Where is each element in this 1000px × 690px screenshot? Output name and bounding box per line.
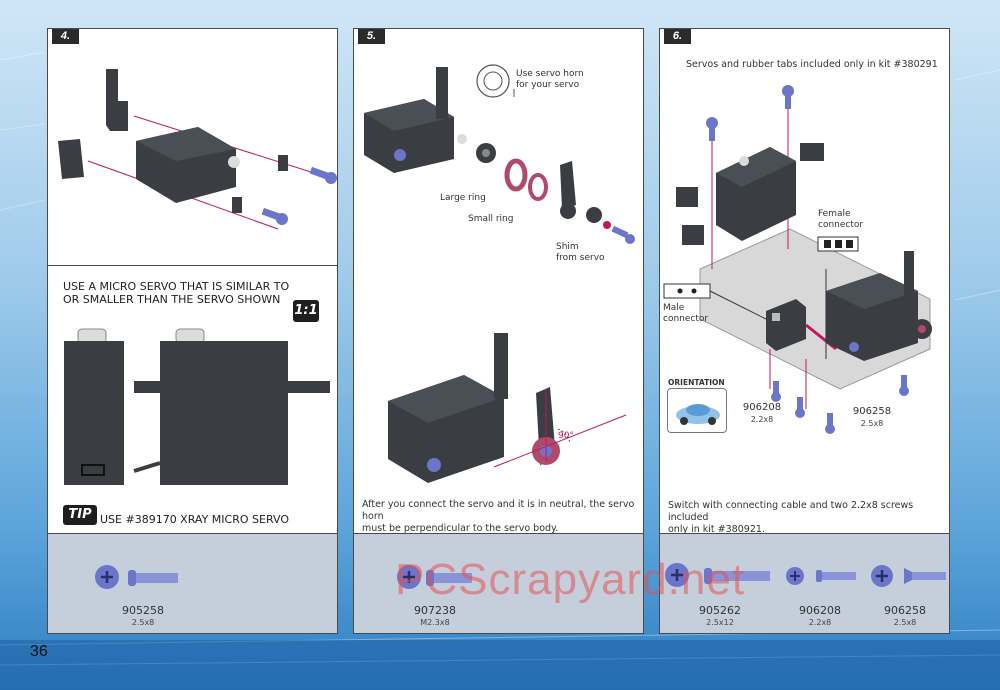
scale-badge: 1:1: [293, 300, 319, 322]
parts-tray: 905258 2.5x8: [48, 533, 337, 633]
part-code: 905262: [699, 604, 741, 617]
part-size: 2.5x8: [893, 618, 917, 627]
chassis-servo-assembly-icon: [663, 85, 932, 434]
shim-label: Shim from servo: [556, 242, 605, 264]
label-line: Shim: [556, 242, 579, 252]
caption-line: After you connect the servo and it is in…: [362, 499, 635, 522]
parts-tray: 907238 M2.3x8: [354, 533, 643, 633]
part-code: 906208: [799, 604, 841, 617]
orientation-label: ORIENTATION: [668, 378, 725, 387]
servo-assembly-exploded-icon: [58, 69, 337, 230]
servo-horn-assembly-icon: [364, 64, 635, 244]
parts-tray: 905262 2.5x12 906208 2.2x8 906258 2.5x8: [660, 533, 949, 633]
car-icon: [676, 404, 720, 425]
step-6-caption: Switch with connecting cable and two 2.2…: [668, 500, 949, 536]
label-line: for your servo: [516, 80, 580, 90]
small-ring-label: Small ring: [468, 214, 514, 224]
tip-text: USE #389170 XRAY MICRO SERVO: [100, 513, 289, 526]
callout-code: 906208: [742, 402, 782, 413]
screw-icon: [397, 565, 472, 589]
micro-servo-note: USE A MICRO SERVO THAT IS SIMILAR TO OR …: [63, 280, 289, 306]
male-connector-label: Male connector: [663, 303, 708, 325]
callout-size: 2.5x8: [860, 419, 884, 428]
watermark: PCScrapyard.net: [395, 555, 746, 604]
female-connector-label: Female connector: [818, 209, 863, 231]
section-divider: [48, 265, 337, 266]
label-line: Male: [663, 303, 685, 313]
label-line: Use servo horn: [516, 69, 584, 79]
part-code: 905258: [122, 604, 164, 617]
part-size: M2.3x8: [420, 618, 450, 627]
kit-note: Servos and rubber tabs included only in …: [686, 59, 938, 70]
step-number: 5.: [358, 29, 385, 44]
caption-line: only in kit #380921.: [668, 524, 765, 535]
orientation-box: [667, 388, 727, 433]
note-line: USE A MICRO SERVO THAT IS SIMILAR TO: [63, 280, 290, 293]
part-size: 2.5x8: [131, 618, 155, 627]
label-line: Female: [818, 209, 851, 219]
screw-icon: [665, 563, 770, 587]
callout-size: 2.2x8: [750, 415, 774, 424]
step-5-caption: After you connect the servo and it is in…: [362, 499, 643, 535]
callout-code: 906258: [852, 406, 892, 417]
screw-icon: [95, 565, 178, 589]
step-number: 6.: [664, 29, 691, 44]
label-line: connector: [663, 314, 709, 324]
caption-line: must be perpendicular to the servo body.: [362, 523, 559, 534]
page-number: 36: [30, 643, 48, 660]
screw-icon: [786, 567, 856, 585]
part-size: 2.2x8: [808, 618, 832, 627]
angle-label: 90°: [558, 431, 574, 441]
step-5-panel: 5. Use servo horn for your servo Large r…: [353, 28, 644, 634]
label-line: from servo: [556, 253, 605, 263]
servo-neutral-position-icon: [388, 333, 627, 483]
caption-line: Switch with connecting cable and two 2.2…: [668, 500, 914, 523]
step-4-panel: 4. USE A MICRO SERVO THAT IS SIMILAR TO …: [47, 28, 338, 634]
tip-badge: TIP: [63, 505, 97, 525]
label-line: connector: [818, 220, 864, 230]
part-code: 907238: [414, 604, 456, 617]
large-ring-label: Large ring: [440, 193, 486, 203]
part-size: 2.5x12: [706, 618, 734, 627]
step-6-panel: 6. Servos and rubber tabs included only …: [659, 28, 950, 634]
servo-size-comparison-icon: [64, 328, 330, 485]
part-code: 906258: [884, 604, 926, 617]
note-line: OR SMALLER THAN THE SERVO SHOWN: [63, 293, 281, 306]
step-number: 4.: [52, 29, 79, 44]
screw-icon: [871, 565, 946, 587]
horn-label: Use servo horn for your servo: [516, 69, 584, 91]
